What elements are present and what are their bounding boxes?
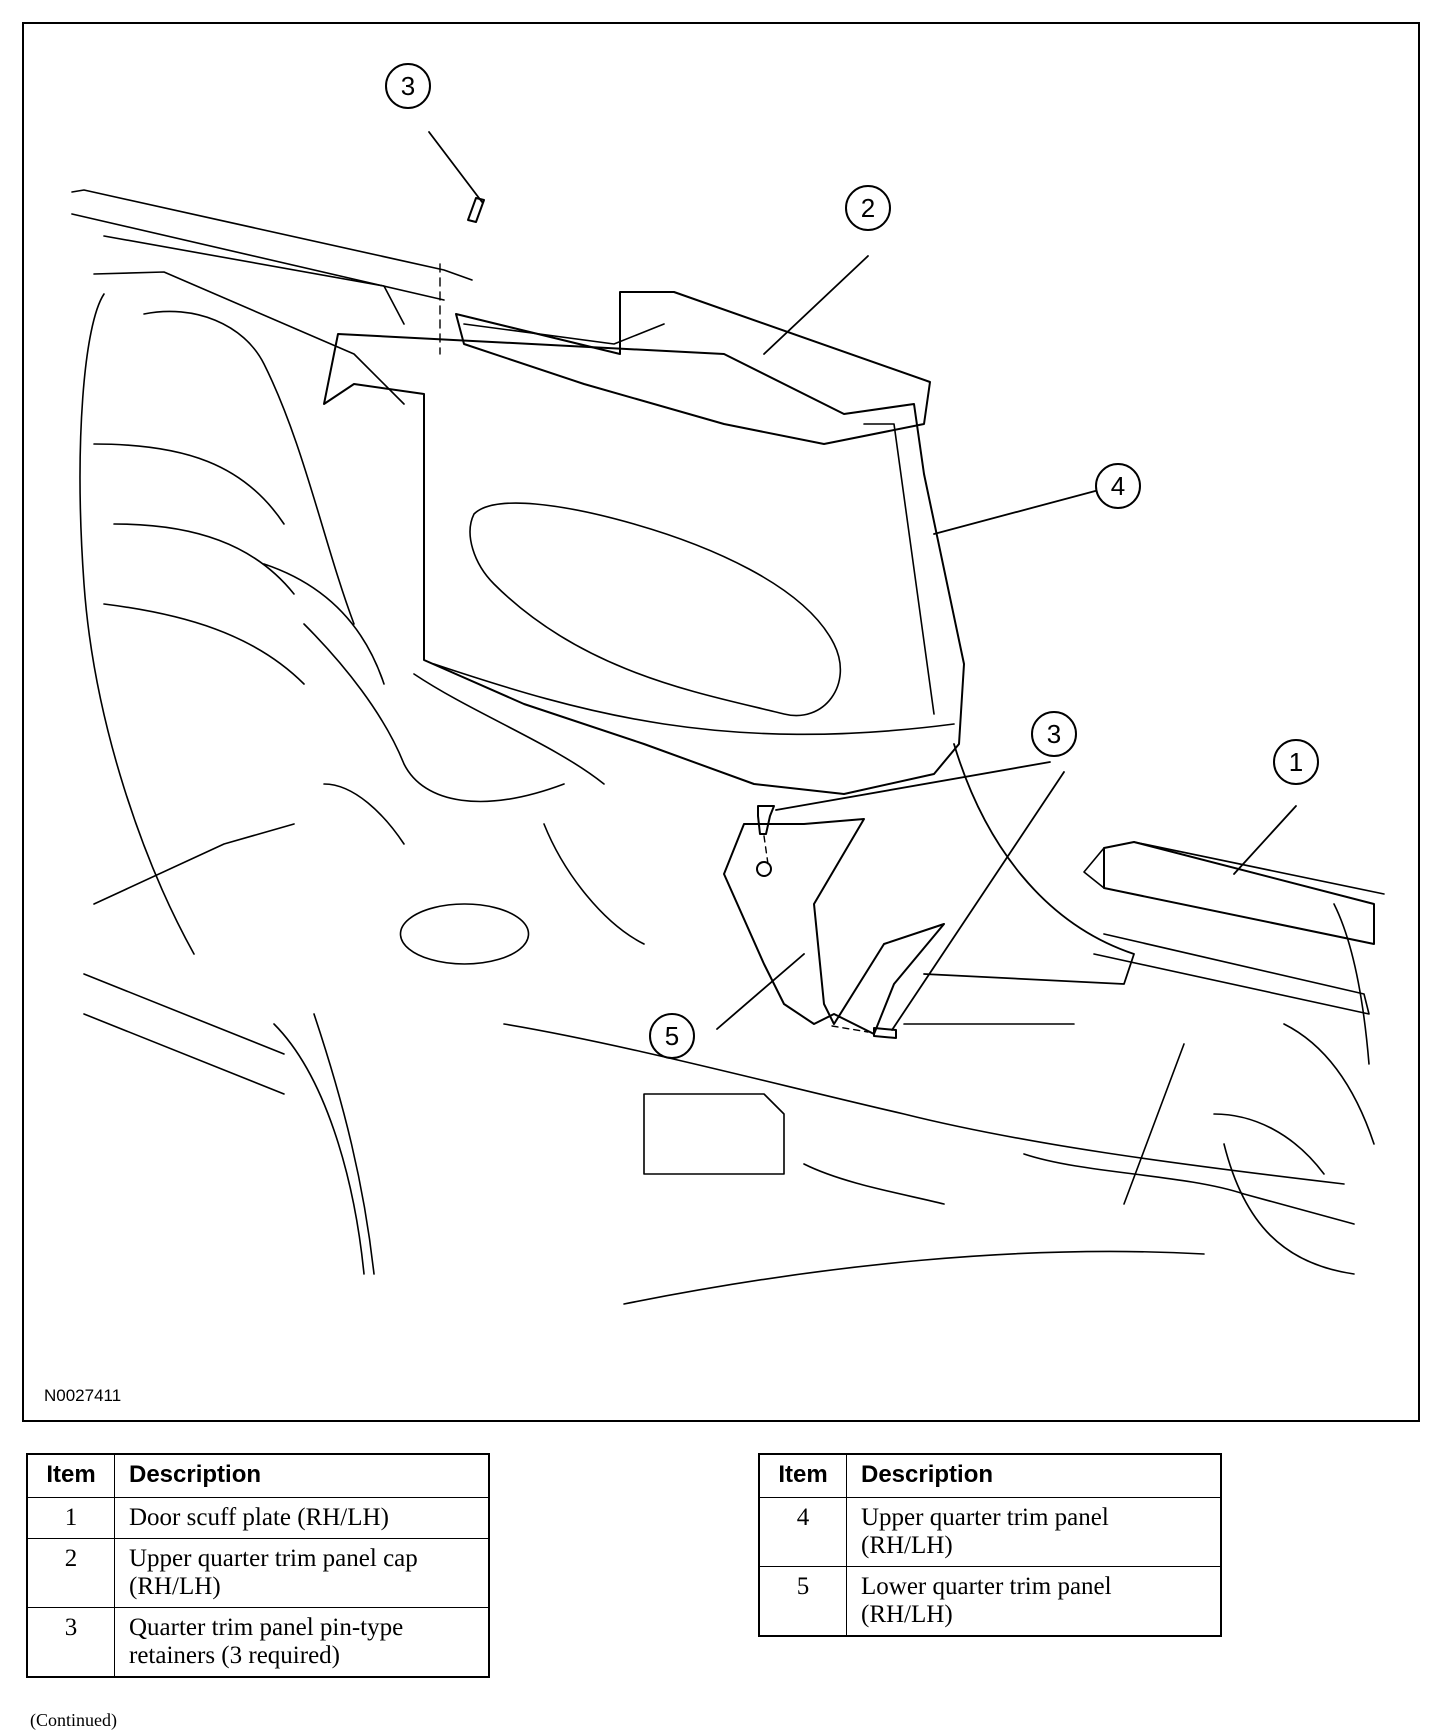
legend-table-left: Item Description 1 Door scuff plate (RH/… (26, 1453, 490, 1678)
callout-label: 1 (1289, 747, 1303, 777)
callout-1: 1 (1273, 739, 1319, 785)
vehicle-body-linework (71, 189, 1375, 1305)
callout-label: 2 (861, 193, 875, 223)
item-description: Upper quarter trim panel cap (RH/LH) (114, 1538, 490, 1608)
legend-header-row: Item Description (758, 1453, 1222, 1498)
callout-4: 4 (1095, 463, 1141, 509)
callout-3-right: 3 (1031, 711, 1077, 757)
figure-id: N0027411 (44, 1386, 122, 1405)
diagram-frame: 3 2 4 3 1 5 N0027411 (22, 22, 1420, 1422)
callout-3-top: 3 (385, 63, 431, 109)
callout-label: 5 (665, 1021, 679, 1051)
item-number: 3 (26, 1607, 115, 1678)
upper-quarter-trim-panel (323, 333, 965, 795)
legend-row: 3 Quarter trim panel pin-type retainers … (26, 1607, 490, 1678)
door-scuff-plate (1103, 841, 1375, 945)
item-description: Lower quarter trim panel (RH/LH) (846, 1566, 1222, 1637)
legend-row: 2 Upper quarter trim panel cap (RH/LH) (26, 1538, 490, 1608)
description-header: Description (846, 1453, 1222, 1498)
callout-5: 5 (649, 1013, 695, 1059)
callout-label: 3 (1047, 719, 1061, 749)
callout-label: 3 (401, 71, 415, 101)
upper-quarter-trim-panel-cap (455, 291, 931, 445)
continued-note: (Continued) (30, 1710, 117, 1730)
exploded-view-illustration: 3 2 4 3 1 5 (71, 63, 1385, 1305)
item-number: 2 (26, 1538, 115, 1608)
legend-row: 5 Lower quarter trim panel (RH/LH) (758, 1566, 1222, 1637)
item-description: Upper quarter trim panel (RH/LH) (846, 1497, 1222, 1567)
item-number: 4 (758, 1497, 847, 1567)
legend-header-row: Item Description (26, 1453, 490, 1498)
legend-row: 4 Upper quarter trim panel (RH/LH) (758, 1497, 1222, 1567)
item-number: 5 (758, 1566, 847, 1637)
item-description: Door scuff plate (RH/LH) (114, 1497, 490, 1539)
item-description: Quarter trim panel pin-type retainers (3… (114, 1607, 490, 1678)
pin-type-retainer-lower (831, 1025, 897, 1039)
pin-type-retainer-middle (756, 805, 775, 877)
legend-row: 1 Door scuff plate (RH/LH) (26, 1497, 490, 1539)
description-header: Description (114, 1453, 490, 1498)
lower-quarter-trim-panel (723, 818, 945, 1035)
item-header: Item (758, 1453, 847, 1498)
legend-table-right: Item Description 4 Upper quarter trim pa… (758, 1453, 1222, 1637)
item-number: 1 (26, 1497, 115, 1539)
item-header: Item (26, 1453, 115, 1498)
callout-label: 4 (1111, 471, 1125, 501)
leader-lines (428, 131, 1297, 1031)
callout-2: 2 (845, 185, 891, 231)
